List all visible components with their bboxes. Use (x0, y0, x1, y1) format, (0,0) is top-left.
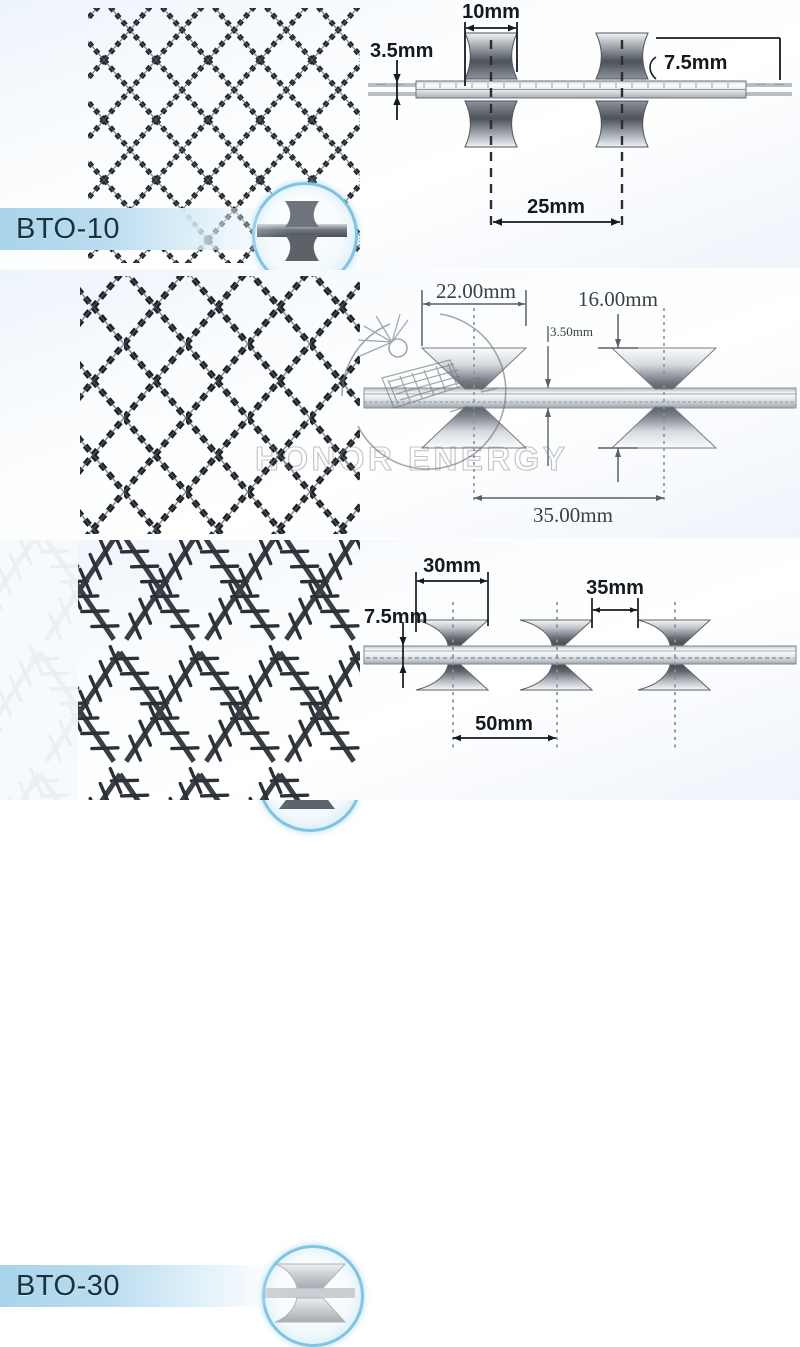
dim-label-blade-width: 30mm (423, 555, 481, 577)
dim-label-blade-width: 10mm (462, 1, 520, 23)
dimension-diagram-bto-22: 22.00mm 3.50mm (360, 270, 800, 538)
dim-label-blade-pitch: 35.00mm (533, 503, 613, 527)
dim-label-blade-width: 22.00mm (436, 279, 516, 303)
dimension-diagram-bto-10: 10mm 3.5mm 7.5mm (360, 0, 800, 268)
dim-label-blade-height: 7.5mm (664, 52, 727, 74)
dim-label-blade-height: 16.00mm (578, 287, 658, 311)
mesh-photo-bto-22 (0, 270, 360, 538)
model-label-bto-10: BTO-10 (0, 208, 290, 250)
dimension-diagram-bto-30: 30mm 7.5mm 35mm (360, 540, 800, 800)
model-label-text: BTO-10 (16, 212, 121, 245)
dim-label-blade-pitch: 50mm (475, 713, 533, 735)
model-label-text: BTO-30 (16, 1269, 121, 1302)
model-label-bto-30: BTO-30 (0, 1265, 290, 1307)
dim-label-core-thickness: 3.5mm (370, 40, 433, 62)
dim-label-core-thickness: 3.50mm (550, 324, 593, 339)
dim-label-blade-gap: 35mm (586, 577, 644, 599)
mesh-photo-bto-30 (0, 540, 360, 800)
dim-label-blade-pitch: 25mm (527, 196, 585, 218)
dim-label-core-thickness: 7.5mm (364, 606, 427, 628)
product-panel-bto-22: 22.00mm 3.50mm (0, 270, 800, 832)
product-panel-bto-10: 10mm 3.5mm 7.5mm (0, 0, 800, 288)
product-panel-bto-30: 30mm 7.5mm 35mm (0, 540, 800, 1347)
